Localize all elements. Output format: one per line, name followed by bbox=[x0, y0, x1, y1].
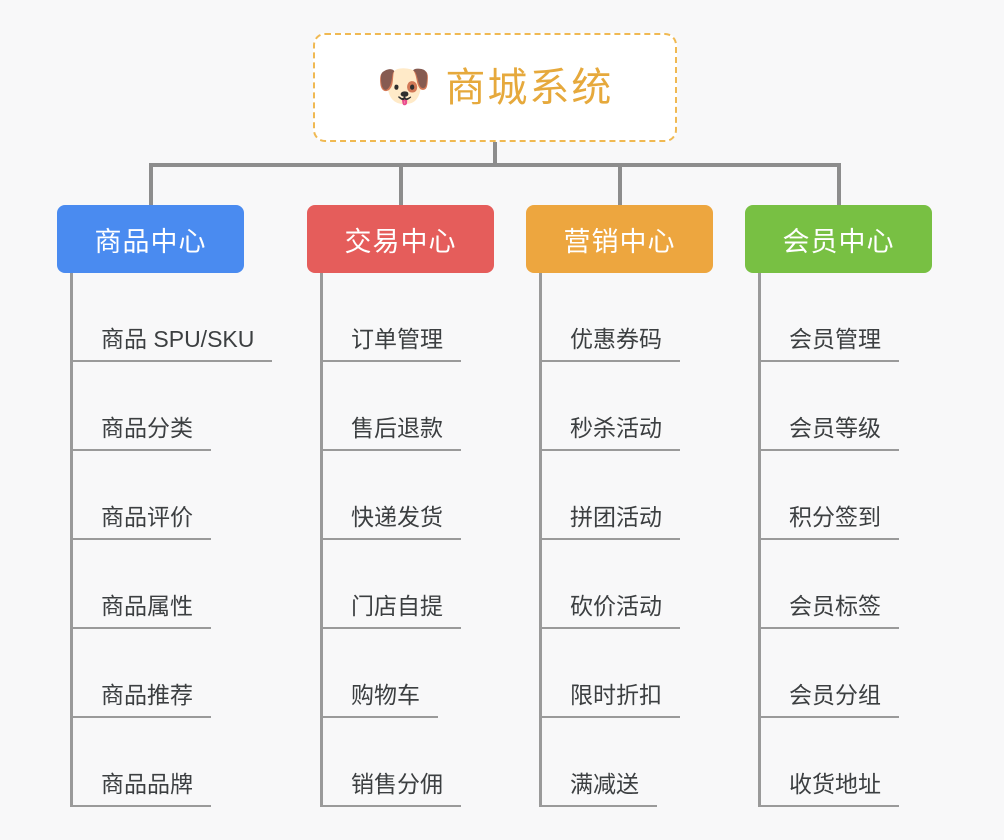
leaf-label: 商品 SPU/SKU bbox=[70, 325, 273, 362]
column-spine bbox=[758, 273, 761, 807]
leaf-label: 商品品牌 bbox=[70, 770, 211, 807]
leaf-item[interactable]: 拼团活动 bbox=[526, 451, 713, 540]
leaf-label: 满减送 bbox=[539, 770, 657, 807]
leaf-item[interactable]: 订单管理 bbox=[307, 273, 494, 362]
category-label: 商品中心 bbox=[94, 226, 207, 257]
root-title: 商城系统 bbox=[445, 65, 614, 110]
leaf-label: 会员分组 bbox=[758, 681, 899, 718]
drop-connector-2 bbox=[399, 163, 403, 207]
leaf-item[interactable]: 售后退款 bbox=[307, 362, 494, 451]
leaf-label: 商品属性 bbox=[70, 592, 211, 629]
drop-connector-4 bbox=[837, 163, 841, 207]
leaf-item[interactable]: 商品属性 bbox=[57, 540, 244, 629]
leaf-item[interactable]: 商品推荐 bbox=[57, 629, 244, 718]
drop-connector-3 bbox=[618, 163, 622, 207]
branch-column-marketing-center: 营销中心 优惠券码 秒杀活动 拼团活动 砍价活动 限时折扣 满减送 bbox=[526, 205, 713, 807]
leaf-item[interactable]: 积分签到 bbox=[745, 451, 932, 540]
column-spine bbox=[320, 273, 323, 807]
branch-column-trade-center: 交易中心 订单管理 售后退款 快递发货 门店自提 购物车 销售分佣 bbox=[307, 205, 494, 807]
leaf-label: 快递发货 bbox=[320, 503, 461, 540]
leaf-label: 门店自提 bbox=[320, 592, 461, 629]
leaf-label: 积分签到 bbox=[758, 503, 899, 540]
leaf-item[interactable]: 会员分组 bbox=[745, 629, 932, 718]
leaf-item[interactable]: 会员标签 bbox=[745, 540, 932, 629]
leaf-label: 商品推荐 bbox=[70, 681, 211, 718]
leaf-label: 限时折扣 bbox=[539, 681, 680, 718]
root-node[interactable]: 🐶 商城系统 bbox=[313, 33, 677, 142]
leaf-item[interactable]: 商品 SPU/SKU bbox=[57, 273, 273, 362]
root-stem-connector bbox=[493, 142, 497, 165]
leaf-list-trade-center: 订单管理 售后退款 快递发货 门店自提 购物车 销售分佣 bbox=[307, 273, 494, 807]
leaf-item[interactable]: 限时折扣 bbox=[526, 629, 713, 718]
branch-column-member-center: 会员中心 会员管理 会员等级 积分签到 会员标签 会员分组 收货地址 bbox=[745, 205, 932, 807]
leaf-item[interactable]: 购物车 bbox=[307, 629, 494, 718]
leaf-item[interactable]: 商品评价 bbox=[57, 451, 244, 540]
column-spine bbox=[70, 273, 73, 807]
leaf-item[interactable]: 会员管理 bbox=[745, 273, 932, 362]
leaf-item[interactable]: 优惠券码 bbox=[526, 273, 713, 362]
leaf-label: 购物车 bbox=[320, 681, 438, 718]
leaf-item[interactable]: 砍价活动 bbox=[526, 540, 713, 629]
category-box-product-center[interactable]: 商品中心 bbox=[57, 205, 244, 273]
leaf-label: 订单管理 bbox=[320, 325, 461, 362]
leaf-label: 销售分佣 bbox=[320, 770, 461, 807]
leaf-label: 售后退款 bbox=[320, 414, 461, 451]
category-label: 交易中心 bbox=[344, 226, 457, 257]
category-label: 营销中心 bbox=[563, 226, 676, 257]
leaf-item[interactable]: 收货地址 bbox=[745, 718, 932, 807]
leaf-label: 会员管理 bbox=[758, 325, 899, 362]
leaf-label: 会员等级 bbox=[758, 414, 899, 451]
leaf-list-product-center: 商品 SPU/SKU 商品分类 商品评价 商品属性 商品推荐 商品品牌 bbox=[57, 273, 273, 807]
horizontal-bus-connector bbox=[149, 163, 841, 167]
leaf-item[interactable]: 门店自提 bbox=[307, 540, 494, 629]
branch-column-product-center: 商品中心 商品 SPU/SKU 商品分类 商品评价 商品属性 商品推荐 商品品牌 bbox=[57, 205, 273, 807]
leaf-item[interactable]: 快递发货 bbox=[307, 451, 494, 540]
leaf-list-member-center: 会员管理 会员等级 积分签到 会员标签 会员分组 收货地址 bbox=[745, 273, 932, 807]
leaf-label: 秒杀活动 bbox=[539, 414, 680, 451]
leaf-item[interactable]: 商品品牌 bbox=[57, 718, 244, 807]
leaf-item[interactable]: 秒杀活动 bbox=[526, 362, 713, 451]
leaf-label: 优惠券码 bbox=[539, 325, 680, 362]
category-label: 会员中心 bbox=[782, 226, 895, 257]
leaf-label: 会员标签 bbox=[758, 592, 899, 629]
category-box-trade-center[interactable]: 交易中心 bbox=[307, 205, 494, 273]
leaf-label: 商品分类 bbox=[70, 414, 211, 451]
category-box-marketing-center[interactable]: 营销中心 bbox=[526, 205, 713, 273]
category-box-member-center[interactable]: 会员中心 bbox=[745, 205, 932, 273]
leaf-label: 砍价活动 bbox=[539, 592, 680, 629]
leaf-item[interactable]: 销售分佣 bbox=[307, 718, 494, 807]
drop-connector-1 bbox=[149, 163, 153, 207]
leaf-label: 拼团活动 bbox=[539, 503, 680, 540]
dog-face-icon: 🐶 bbox=[376, 61, 432, 111]
leaf-label: 收货地址 bbox=[758, 770, 899, 807]
leaf-item[interactable]: 会员等级 bbox=[745, 362, 932, 451]
column-spine bbox=[539, 273, 542, 807]
leaf-label: 商品评价 bbox=[70, 503, 211, 540]
leaf-item[interactable]: 商品分类 bbox=[57, 362, 244, 451]
leaf-list-marketing-center: 优惠券码 秒杀活动 拼团活动 砍价活动 限时折扣 满减送 bbox=[526, 273, 713, 807]
leaf-item[interactable]: 满减送 bbox=[526, 718, 713, 807]
